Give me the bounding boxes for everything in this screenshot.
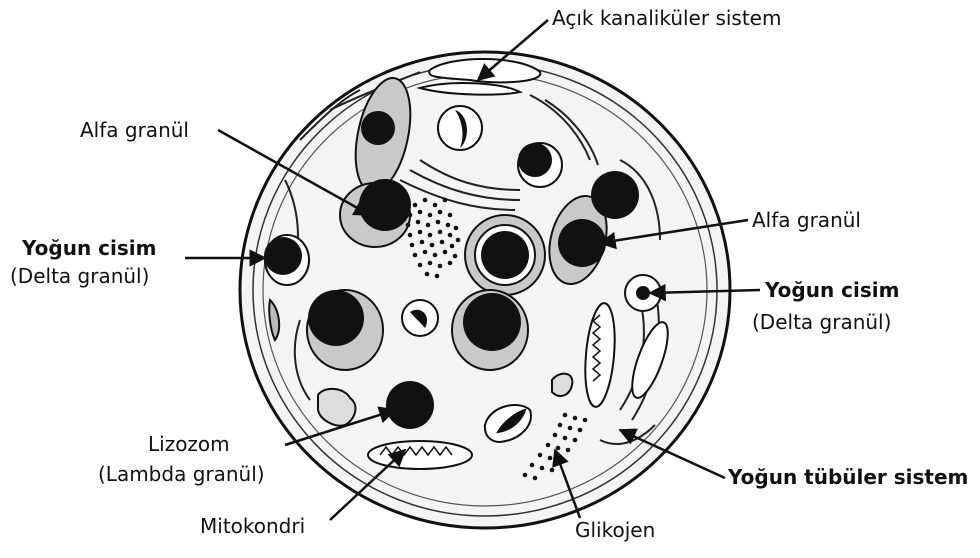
label-glycogen: Glikojen	[575, 518, 655, 542]
label-mitochondria: Mitokondri	[200, 514, 305, 538]
label-dense-body-left: Yoğun cisim	[22, 236, 156, 260]
label-delta-granule-right: (Delta granül)	[752, 310, 891, 334]
label-delta-granule-left: (Delta granül)	[10, 264, 149, 288]
label-lambda-granule: (Lambda granül)	[98, 462, 265, 486]
alpha-granule	[307, 290, 383, 370]
dense-body-top	[438, 106, 482, 150]
label-alpha-granule-right: Alfa granül	[752, 208, 861, 232]
lysosome	[386, 381, 434, 429]
alpha-granule	[518, 143, 562, 187]
label-alpha-granule-left: Alfa granül	[80, 118, 189, 142]
alpha-granule	[465, 215, 545, 295]
label-lysosome: Lizozom	[148, 432, 230, 456]
alpha-granule	[452, 290, 528, 370]
alpha-granule	[591, 171, 639, 219]
label-dense-tubular-system: Yoğun tübüler sistem	[728, 465, 968, 489]
dense-body-center	[402, 300, 438, 336]
label-dense-body-right: Yoğun cisim	[765, 278, 899, 302]
label-open-canalicular-system: Açık kanaliküler sistem	[552, 6, 781, 30]
dense-body-left	[264, 235, 309, 285]
